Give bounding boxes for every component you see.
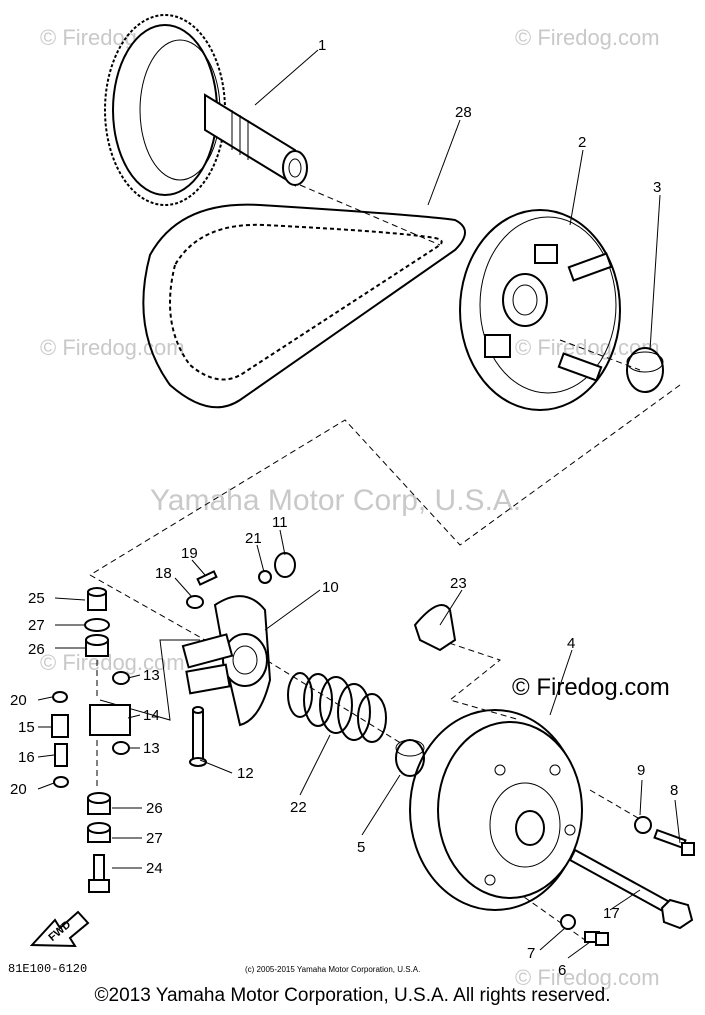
callout-27: 27 — [28, 617, 45, 634]
part-spring — [287, 672, 387, 743]
callout-26: 26 — [28, 641, 45, 658]
callout-17: 17 — [603, 905, 620, 922]
callout-2: 2 — [578, 134, 586, 151]
part-pin — [189, 706, 207, 767]
watermark-center: Yamaha Motor Corp, U.S.A. — [150, 484, 521, 517]
callout-9: 9 — [637, 762, 645, 779]
watermark-large: © Firedog.com — [512, 674, 670, 701]
part-primary-sheave — [104, 14, 308, 206]
callout-23: 23 — [450, 575, 467, 592]
callout-24: 24 — [146, 860, 163, 877]
part-sliding-sheave-cam — [181, 595, 272, 727]
callout-16: 16 — [18, 749, 35, 766]
part-secondary-sheave — [459, 209, 621, 411]
part-long-bolt — [568, 848, 694, 930]
part-sliding-sheave — [409, 709, 583, 911]
callout-20: 20 — [10, 692, 27, 709]
watermark-lower-left: © Firedog.com — [40, 650, 185, 675]
callout-7: 7 — [527, 945, 535, 962]
part-drive-belt — [142, 203, 466, 409]
part-top-small-hardware — [186, 552, 296, 609]
callout-5: 5 — [357, 839, 365, 856]
callout-13: 13 — [143, 667, 160, 684]
callout-10: 10 — [322, 579, 339, 596]
watermark-mid-left: © Firedog.com — [40, 335, 185, 360]
callout-6: 6 — [558, 962, 566, 979]
callout-13-lower: 13 — [143, 740, 160, 757]
leader-lines — [37, 49, 681, 959]
small-copyright: (c) 2005-2015 Yamaha Motor Corporation, … — [245, 965, 420, 974]
callout-27-lower: 27 — [146, 830, 163, 847]
callout-4: 4 — [567, 635, 575, 652]
part-spacer — [395, 739, 425, 777]
part-bushing — [626, 347, 664, 393]
callout-18: 18 — [155, 565, 172, 582]
part-bolt-washer-right — [634, 816, 695, 856]
callout-3: 3 — [653, 179, 661, 196]
part-bracket — [413, 604, 457, 652]
callout-21: 21 — [245, 530, 262, 547]
callout-22: 22 — [290, 799, 307, 816]
part-bolt-washer-bottom — [560, 914, 609, 946]
callout-12: 12 — [237, 765, 254, 782]
footer-copyright: ©2013 Yamaha Motor Corporation, U.S.A. A… — [94, 985, 611, 1006]
callout-25: 25 — [28, 590, 45, 607]
callout-11: 11 — [272, 514, 288, 531]
part-left-hardware-stack — [51, 587, 131, 893]
watermark-group: © Firedog.com © Firedog.com © Firedog.co… — [40, 25, 670, 990]
fwd-arrow: FWD — [29, 910, 90, 948]
callout-28: 28 — [455, 104, 472, 121]
watermark-bottom-right: © Firedog.com — [515, 965, 660, 990]
callout-20-lower: 20 — [10, 781, 27, 798]
callout-15: 15 — [18, 719, 35, 736]
callout-labels: 1 28 2 3 11 21 19 18 10 23 4 25 27 26 13… — [10, 37, 678, 979]
callout-19: 19 — [181, 545, 198, 562]
callout-14: 14 — [143, 707, 160, 724]
callout-26-lower: 26 — [146, 800, 163, 817]
callout-8: 8 — [670, 782, 678, 799]
callout-1: 1 — [318, 37, 326, 54]
diagram-part-number: 81E100-6120 — [8, 962, 87, 976]
watermark-top-right: © Firedog.com — [515, 25, 660, 50]
